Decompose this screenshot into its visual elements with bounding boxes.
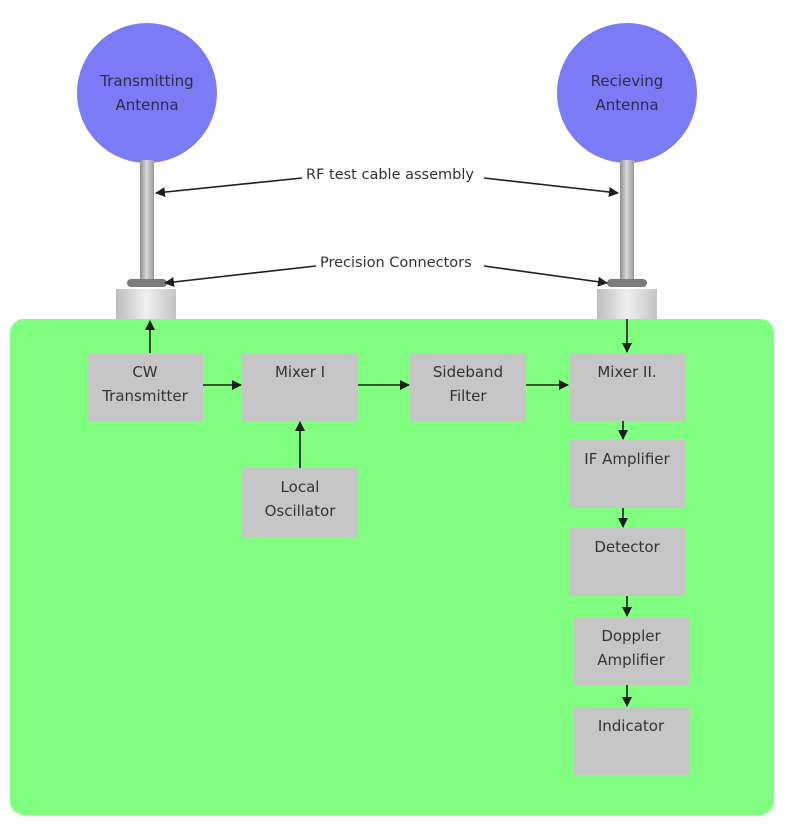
detector-label: Detector	[594, 538, 660, 556]
doppler-amplifier-block: Doppler Amplifier	[573, 617, 689, 685]
connector-arrow-right	[483, 265, 608, 287]
transmitting-antenna-label: Transmitting Antenna	[100, 72, 194, 114]
cable-callout: RF test cable assembly	[302, 167, 478, 183]
local-oscillator-label: Local Oscillator	[264, 478, 336, 520]
mixer-2-label: Mixer II.	[597, 363, 657, 381]
sideband-filter-label: Sideband Filter	[432, 363, 504, 405]
mixer-2-block: Mixer II.	[569, 353, 685, 421]
connector-arrow-left	[164, 265, 317, 287]
if-amplifier-label: IF Amplifier	[584, 450, 670, 468]
cable-arrow-left	[155, 177, 303, 198]
receive-cable	[620, 160, 634, 280]
connectors-callout: Precision Connectors	[316, 255, 476, 271]
detector-block: Detector	[569, 528, 685, 596]
local-oscillator-block: Local Oscillator	[242, 468, 358, 537]
sideband-filter-block: Sideband Filter	[410, 353, 526, 421]
transmit-cable	[140, 160, 154, 280]
mixer-1-block: Mixer I	[242, 353, 358, 421]
receive-port	[597, 289, 657, 319]
indicator-block: Indicator	[573, 707, 689, 775]
cable-arrow-right	[483, 177, 619, 197]
cw-transmitter-label: CW Transmitter	[102, 363, 188, 405]
transmit-connector	[127, 279, 167, 287]
receiving-antenna-label: Recieving Antenna	[590, 72, 664, 114]
doppler-amplifier-label: Doppler Amplifier	[597, 627, 665, 669]
if-amplifier-block: IF Amplifier	[569, 440, 685, 508]
receiving-antenna: Recieving Antenna	[557, 23, 697, 163]
receive-connector	[607, 279, 647, 287]
indicator-label: Indicator	[597, 717, 665, 735]
mixer-1-label: Mixer I	[274, 363, 326, 381]
cw-transmitter-block: CW Transmitter	[87, 353, 203, 421]
transmit-port	[116, 289, 176, 319]
transmitting-antenna: Transmitting Antenna	[77, 23, 217, 163]
